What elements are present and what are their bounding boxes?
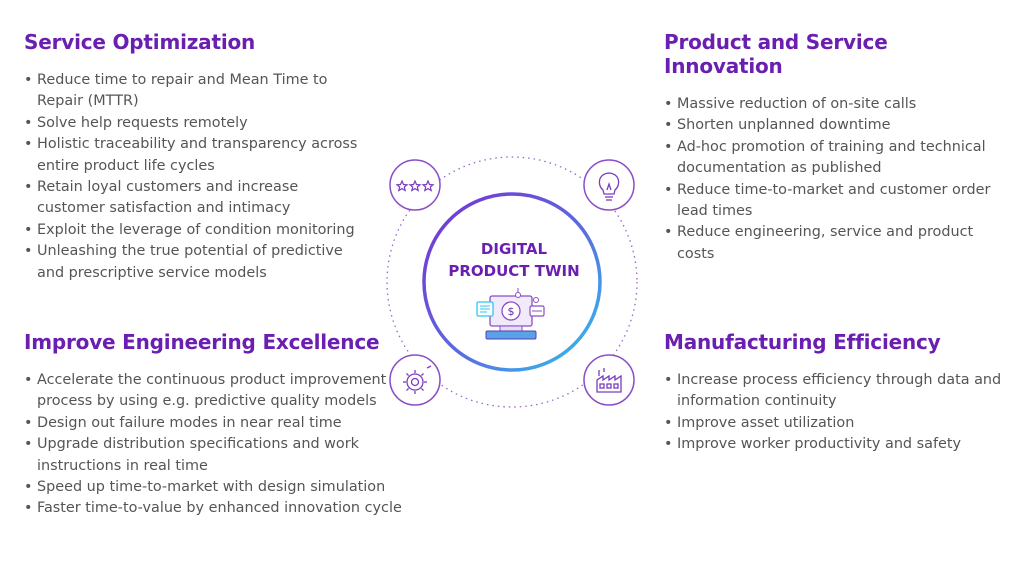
center-title-line1: DIGITAL [480,240,548,258]
svg-text:$: $ [508,305,515,318]
list-item: Reduce engineering, service and product … [664,222,1009,265]
service-optimization-title: Service Optimization [24,30,256,54]
engineering-excellence-list: Accelerate the continuous product improv… [24,370,414,520]
engineering-excellence-section: Improve Engineering Excellence Accelerat… [24,330,414,520]
list-item: Shorten unplanned downtime [664,115,1009,137]
list-item: Reduce time-to-market and customer order… [664,180,1009,223]
product-service-innovation-title: Product and Service Innovation [664,30,888,78]
list-item: Ad-hoc promotion of training and technic… [664,137,1009,180]
list-item: Holistic traceability and transparency a… [24,134,369,177]
list-item: Unleashing the true potential of predict… [24,241,369,284]
list-item: Solve help requests remotely [24,113,369,135]
list-item: Improve asset utilization [664,413,1009,435]
service-optimization-list: Reduce time to repair and Mean Time to R… [24,70,369,284]
list-item: Upgrade distribution specifications and … [24,434,414,477]
list-item: Speed up time-to-market with design simu… [24,477,414,499]
list-item: Design out failure modes in near real ti… [24,413,414,435]
manufacturing-efficiency-section: Manufacturing Efficiency Increase proces… [664,330,1009,456]
engineering-excellence-title: Improve Engineering Excellence [24,330,380,354]
list-item: Retain loyal customers and increase cust… [24,177,369,220]
computer-twin-icon: $ [476,288,545,340]
list-item: Accelerate the continuous product improv… [24,370,414,413]
lightbulb-icon [583,159,635,211]
center-title-line2: PRODUCT TWIN [448,262,580,280]
manufacturing-efficiency-list: Increase process efficiency through data… [664,370,1009,456]
orbit-ring [386,156,638,408]
list-item: Reduce time to repair and Mean Time to R… [24,70,369,113]
list-item: Massive reduction of on-site calls [664,94,1009,116]
list-item: Faster time-to-value by enhanced innovat… [24,498,414,520]
gear-icon [389,354,441,406]
manufacturing-efficiency-title: Manufacturing Efficiency [664,330,941,354]
service-optimization-section: Service Optimization Reduce time to repa… [24,30,369,284]
list-item: Exploit the leverage of condition monito… [24,220,369,242]
factory-icon [583,354,635,406]
stars-icon [389,159,441,211]
center-ring [422,192,602,372]
product-service-innovation-list: Massive reduction of on-site callsShorte… [664,94,1009,265]
list-item: Increase process efficiency through data… [664,370,1009,413]
product-service-innovation-section: Product and Service Innovation Massive r… [664,30,1009,265]
list-item: Improve worker productivity and safety [664,434,1009,456]
